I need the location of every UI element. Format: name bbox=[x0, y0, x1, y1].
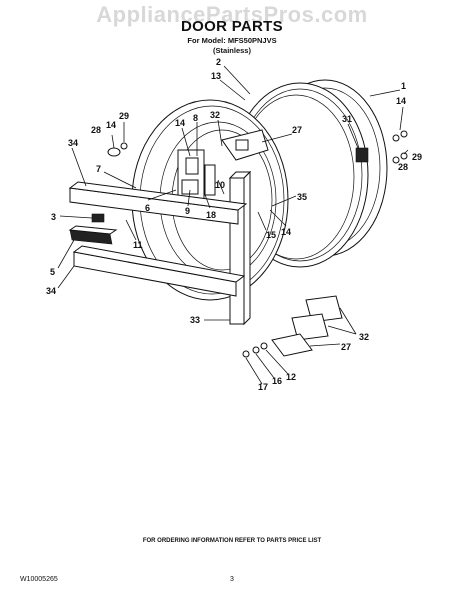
callout-16: 16 bbox=[272, 376, 282, 386]
callout-34-top: 34 bbox=[68, 138, 78, 148]
doc-code: W10005265 bbox=[20, 576, 58, 583]
callout-33: 33 bbox=[190, 315, 200, 325]
callout-6: 6 bbox=[145, 203, 150, 213]
callout-14-hinge: 14 bbox=[175, 118, 185, 128]
ordering-note: FOR ORDERING INFORMATION REFER TO PARTS … bbox=[142, 538, 322, 544]
variant-subtitle: (Stainless) bbox=[213, 46, 251, 55]
callout-1: 1 bbox=[401, 81, 406, 91]
page-number: 3 bbox=[230, 576, 234, 583]
callout-18: 18 bbox=[206, 210, 216, 220]
lower-hinge-brackets bbox=[271, 295, 343, 357]
callout-14-right: 14 bbox=[396, 96, 406, 106]
hinge-bracket-top bbox=[221, 129, 269, 161]
callout-2: 2 bbox=[216, 57, 221, 67]
callout-8: 8 bbox=[193, 113, 198, 123]
lower-trim-bar bbox=[72, 245, 246, 297]
page-title: DOOR PARTS bbox=[181, 18, 283, 35]
hinge-screws-right bbox=[392, 130, 408, 164]
callout-14-left: 14 bbox=[106, 120, 116, 130]
upper-trim-bar bbox=[68, 181, 248, 225]
callout-12: 12 bbox=[286, 372, 296, 382]
callout-7: 7 bbox=[96, 164, 101, 174]
callout-9: 9 bbox=[185, 206, 190, 216]
latch-clip bbox=[91, 213, 105, 223]
callout-17: 17 bbox=[258, 382, 268, 392]
callout-32-top: 32 bbox=[210, 110, 220, 120]
callout-15: 15 bbox=[266, 230, 276, 240]
callout-5: 5 bbox=[50, 267, 55, 277]
door-latch bbox=[68, 225, 118, 245]
model-subtitle: For Model: MFS50PNJVS bbox=[187, 36, 277, 45]
callout-14-center: 14 bbox=[281, 227, 291, 237]
callout-27-top: 27 bbox=[292, 125, 302, 135]
callout-29-right: 29 bbox=[412, 152, 422, 162]
hinge-screws-left bbox=[107, 142, 128, 157]
callout-34-bottom: 34 bbox=[46, 286, 56, 296]
hinge-assembly bbox=[177, 149, 216, 201]
lower-screws bbox=[242, 342, 268, 358]
watermark: AppliancePartsPros.com bbox=[96, 2, 368, 27]
door-handle bbox=[228, 170, 252, 326]
leader-lines bbox=[57, 65, 409, 385]
callout-32-bottom: 32 bbox=[359, 332, 369, 342]
callout-29-left: 29 bbox=[119, 111, 129, 121]
hinge-pin-block bbox=[355, 147, 369, 163]
callout-35: 35 bbox=[297, 192, 307, 202]
callout-31: 31 bbox=[342, 114, 352, 124]
callout-10: 10 bbox=[215, 180, 225, 190]
callout-27-bottom: 27 bbox=[341, 342, 351, 352]
callout-3: 3 bbox=[51, 212, 56, 222]
callout-28-right: 28 bbox=[398, 162, 408, 172]
callout-11: 11 bbox=[133, 240, 143, 250]
callout-labels: 1 2 13 14 29 31 28 29 14 28 34 14 8 32 2… bbox=[46, 57, 422, 392]
callout-13: 13 bbox=[211, 71, 221, 81]
callout-28-left: 28 bbox=[91, 125, 101, 135]
